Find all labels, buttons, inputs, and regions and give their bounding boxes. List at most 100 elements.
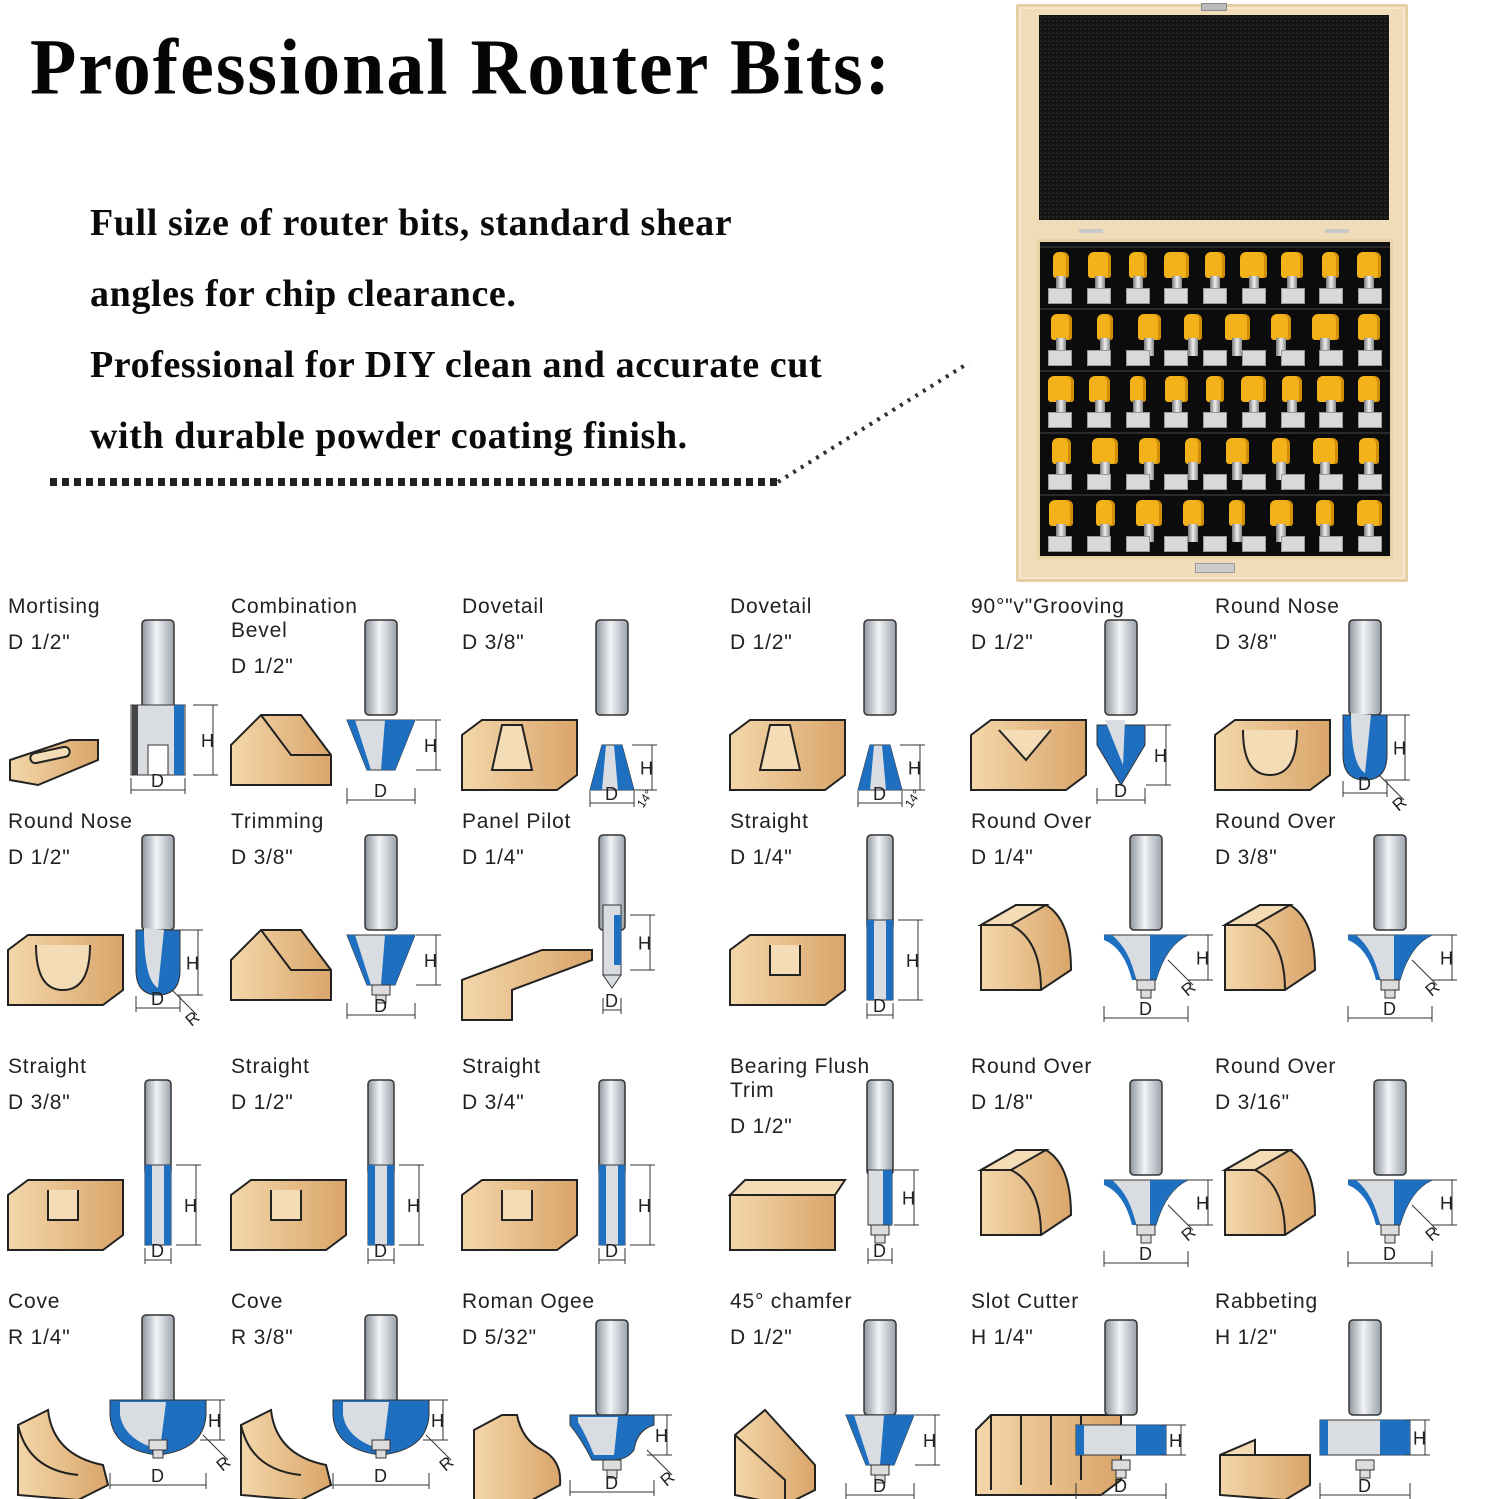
svg-text:D: D — [1114, 1476, 1127, 1496]
hinge-icon — [1325, 229, 1349, 233]
decorative-dashed-line — [50, 478, 778, 486]
bit-size: D 1/2" — [730, 1326, 793, 1349]
svg-text:H: H — [424, 951, 437, 971]
svg-text:H: H — [1440, 949, 1453, 969]
router-bit-photo — [1164, 252, 1190, 296]
svg-text:H: H — [1393, 739, 1406, 759]
bit-name: Roman Ogee — [462, 1290, 595, 1313]
router-bit-photo — [1279, 376, 1305, 420]
bit-name: 45° chamfer — [730, 1290, 853, 1313]
svg-text:D: D — [151, 771, 164, 791]
bit-name: Straight — [730, 810, 809, 833]
bit-name: Round Nose — [8, 810, 133, 833]
svg-text:D: D — [873, 784, 886, 804]
bit-size: D 1/2" — [971, 631, 1034, 654]
bit-size: D 1/2" — [231, 1091, 294, 1114]
bit-size: D 1/2" — [8, 631, 71, 654]
router-bit-photo — [1087, 376, 1113, 420]
roundover-bit-diagram-icon: HDR — [1221, 1079, 1457, 1267]
router-bit-photo — [1356, 314, 1382, 358]
bit-name: Round Nose — [1215, 595, 1340, 618]
bevel-bit-diagram-icon: HD — [230, 619, 441, 804]
svg-text:R: R — [182, 1008, 204, 1030]
router-bit-photo — [1312, 500, 1338, 544]
svg-text:R: R — [436, 1453, 458, 1475]
bit-name: Bearing Flush Trim — [730, 1055, 870, 1102]
router-bit-photo — [1311, 314, 1339, 358]
chamfer-bit-diagram-icon: HD — [734, 1319, 940, 1499]
svg-text:H: H — [655, 1426, 668, 1446]
product-photo-case — [1016, 3, 1408, 582]
straight-bit-diagram-icon: HD — [461, 1079, 655, 1264]
router-bit-photo — [1268, 314, 1294, 358]
svg-text:D: D — [873, 1241, 886, 1261]
bit-name: Straight — [231, 1055, 310, 1078]
bit-tray — [1037, 239, 1393, 559]
bit-size: H 1/4" — [971, 1326, 1034, 1349]
tray-tier — [1040, 370, 1390, 432]
bit-size: H 1/2" — [1215, 1326, 1278, 1349]
router-bit-photo — [1164, 376, 1190, 420]
svg-text:D: D — [1358, 774, 1371, 794]
straight-bit-diagram-icon: HD — [729, 834, 923, 1019]
bit-name: Trimming — [231, 810, 325, 833]
svg-text:H: H — [186, 954, 199, 974]
svg-text:H: H — [424, 736, 437, 756]
svg-text:D: D — [1358, 1476, 1371, 1496]
bit-name: Combination Bevel — [231, 595, 358, 642]
svg-text:D: D — [605, 991, 618, 1011]
vgroove-bit-diagram-icon: HD — [970, 619, 1171, 804]
svg-text:H: H — [923, 1431, 936, 1451]
svg-text:H: H — [1440, 1194, 1453, 1214]
svg-text:H: H — [640, 759, 653, 779]
bit-size: D 5/32" — [462, 1326, 537, 1349]
svg-text:D: D — [605, 1473, 618, 1493]
slot-bit-diagram-icon: HD — [975, 1319, 1186, 1499]
bit-size: D 3/8" — [462, 631, 525, 654]
svg-text:14°: 14° — [902, 787, 924, 810]
bit-size: D 3/8" — [231, 846, 294, 869]
bit-size: R 3/8" — [231, 1326, 294, 1349]
bit-size: D 3/8" — [1215, 846, 1278, 869]
bit-size: D 3/8" — [1215, 631, 1278, 654]
case-clasp — [1201, 3, 1227, 11]
router-bit-photo — [1136, 500, 1162, 544]
bit-size: D 3/4" — [462, 1091, 525, 1114]
router-bit-photo — [1125, 376, 1151, 420]
svg-text:R: R — [1178, 1223, 1200, 1245]
svg-text:H: H — [1196, 1194, 1209, 1214]
bit-name: Slot Cutter — [971, 1290, 1080, 1313]
bit-size: D 3/16" — [1215, 1091, 1290, 1114]
router-bit-photo — [1092, 500, 1118, 544]
svg-text:H: H — [902, 1189, 915, 1209]
tray-tier — [1040, 494, 1390, 556]
bit-name: Cove — [8, 1290, 61, 1313]
svg-text:H: H — [184, 1196, 197, 1216]
case-latch — [1195, 563, 1235, 573]
svg-text:R: R — [657, 1468, 679, 1490]
bit-size: D 1/2" — [730, 631, 793, 654]
router-bit-photo — [1048, 500, 1074, 544]
bit-size: D 1/4" — [462, 846, 525, 869]
svg-text:D: D — [1139, 999, 1152, 1019]
bit-size: D 1/2" — [730, 1115, 793, 1138]
svg-text:D: D — [374, 1241, 387, 1261]
svg-text:R: R — [1422, 978, 1444, 1000]
router-bit-photo — [1224, 438, 1250, 482]
svg-text:D: D — [151, 1466, 164, 1486]
svg-text:D: D — [374, 1466, 387, 1486]
svg-text:H: H — [431, 1411, 444, 1431]
